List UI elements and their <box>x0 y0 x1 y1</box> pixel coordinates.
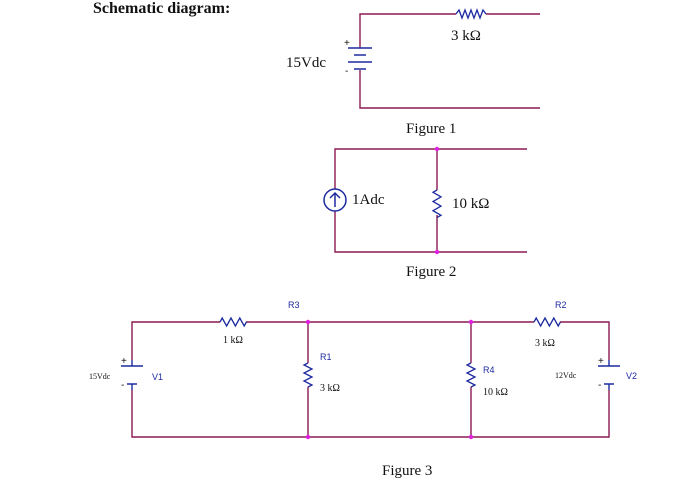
resistor-icon <box>431 189 443 219</box>
junction-node <box>468 319 474 325</box>
junction-node <box>468 434 474 440</box>
wire <box>334 148 527 189</box>
resistor-icon <box>302 362 314 388</box>
figure-1-wires <box>359 13 540 109</box>
v1-ref: V1 <box>152 372 163 382</box>
minus-sign: - <box>345 66 348 77</box>
r2-ref: R2 <box>555 300 567 310</box>
plus-sign: + <box>121 356 127 367</box>
r1-value: 3 kΩ <box>320 383 340 394</box>
junction-node <box>434 146 440 152</box>
figure-2-wires <box>334 148 527 253</box>
battery-icon <box>348 47 372 70</box>
figure-1-caption: Figure 1 <box>406 121 456 137</box>
wire <box>359 70 540 109</box>
junction-node <box>305 319 311 325</box>
resistor-icon <box>533 316 561 328</box>
plus-sign: + <box>344 38 350 49</box>
current-source-icon <box>323 188 347 212</box>
resistor-icon <box>465 362 477 388</box>
minus-sign: - <box>598 380 601 391</box>
junction-node <box>305 434 311 440</box>
v1-value: 15Vdc <box>89 372 111 381</box>
figure-3-wires <box>131 321 610 438</box>
figure-1-resistor-label: 3 kΩ <box>451 28 481 44</box>
heading: Schematic diagram: <box>93 0 230 17</box>
junction-node <box>434 249 440 255</box>
figure-2: 1Adc 10 kΩ Figure 2 <box>323 146 527 280</box>
v2-ref: V2 <box>626 371 637 381</box>
figure-1-source-label: 15Vdc <box>286 55 326 71</box>
wire <box>131 390 610 438</box>
figure-2-resistor-label: 10 kΩ <box>452 196 489 212</box>
figure-2-source-label: 1Adc <box>352 192 385 208</box>
wire <box>560 321 610 360</box>
minus-sign: - <box>121 380 124 391</box>
r4-value: 10 kΩ <box>483 387 508 398</box>
r2-value: 3 kΩ <box>535 338 555 349</box>
resistor-icon <box>219 316 247 328</box>
r3-ref: R3 <box>288 300 300 310</box>
plus-sign: + <box>598 356 604 367</box>
r1-ref: R1 <box>320 352 332 362</box>
figure-1: 3 kΩ + - 15Vdc Figure 1 <box>286 8 540 137</box>
wire <box>359 13 456 48</box>
v2-value: 12Vdc <box>555 371 577 380</box>
figure-3: + - 15Vdc V1 + - 12Vdc V2 R3 1 kΩ R2 3 k… <box>89 300 637 479</box>
r4-ref: R4 <box>483 365 495 375</box>
figure-3-caption: Figure 3 <box>382 463 432 479</box>
r3-value: 1 kΩ <box>223 335 243 346</box>
resistor-icon <box>455 8 487 20</box>
wire <box>131 321 220 360</box>
wire <box>334 211 527 253</box>
figure-2-caption: Figure 2 <box>406 264 456 280</box>
